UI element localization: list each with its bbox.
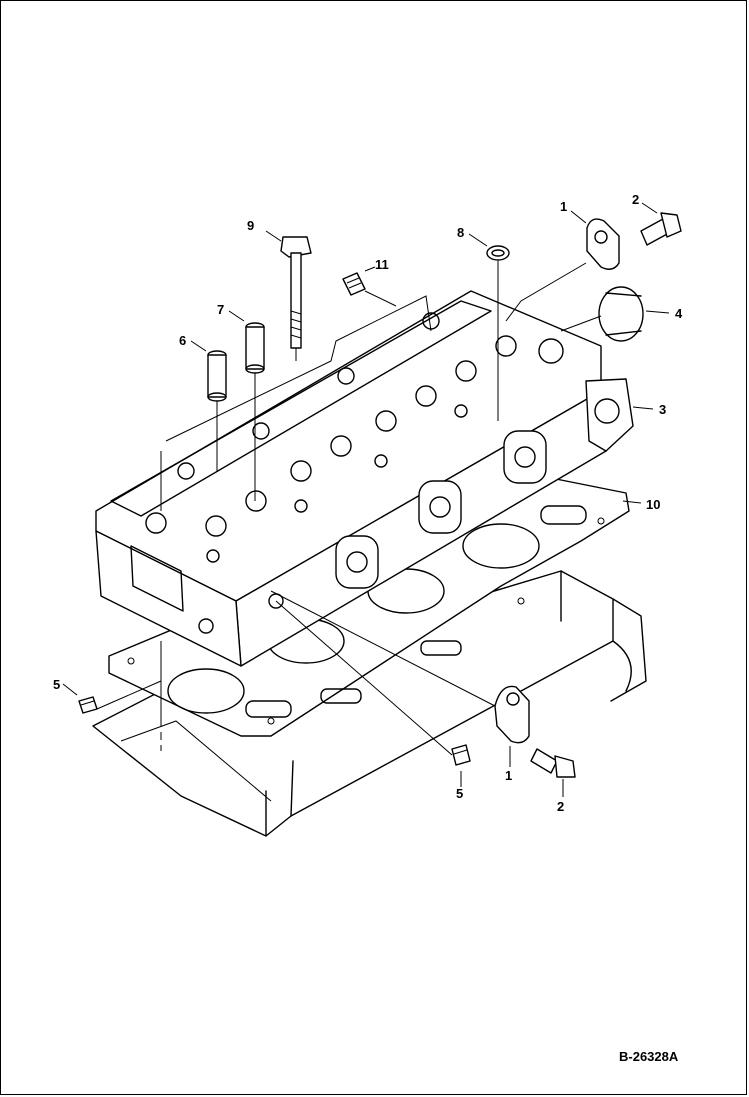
callout-3: 3 (659, 402, 666, 417)
callout-5-right: 5 (456, 786, 463, 801)
bracket-bolt-top (640, 212, 682, 246)
figure-id-label: B-26328A (619, 1049, 679, 1064)
plug-11 (342, 272, 366, 296)
valve-guide-7 (245, 322, 265, 374)
lifting-bracket-top (586, 218, 620, 270)
expansion-plug-4 (598, 286, 644, 342)
callout-8: 8 (457, 225, 464, 240)
bracket-bolt-bottom (530, 748, 576, 778)
head-bolt (280, 236, 312, 349)
callout-2-top: 2 (632, 192, 639, 207)
seal-ring-8 (486, 245, 510, 261)
callout-4: 4 (675, 306, 683, 321)
callout-leaders (62, 202, 670, 797)
callout-6: 6 (179, 333, 186, 348)
valve-guide-6 (207, 350, 227, 402)
dowel-pin-left (78, 696, 98, 714)
callout-1-top: 1 (560, 199, 567, 214)
callout-9: 9 (247, 218, 254, 233)
dowel-pin-right (451, 744, 471, 766)
callout-10: 10 (646, 497, 660, 512)
callout-numbers: 1 2 3 4 5 5 6 7 8 9 10 11 1 2 (53, 192, 683, 814)
callout-11: 11 (375, 257, 389, 272)
centerlines (96, 261, 602, 756)
cylinder-head (95, 290, 634, 667)
callout-5-left: 5 (53, 677, 60, 692)
lifting-bracket-bottom (494, 685, 530, 744)
callout-2-bottom: 2 (557, 799, 564, 814)
callout-1-bottom: 1 (505, 768, 512, 783)
callout-7: 7 (217, 302, 224, 317)
